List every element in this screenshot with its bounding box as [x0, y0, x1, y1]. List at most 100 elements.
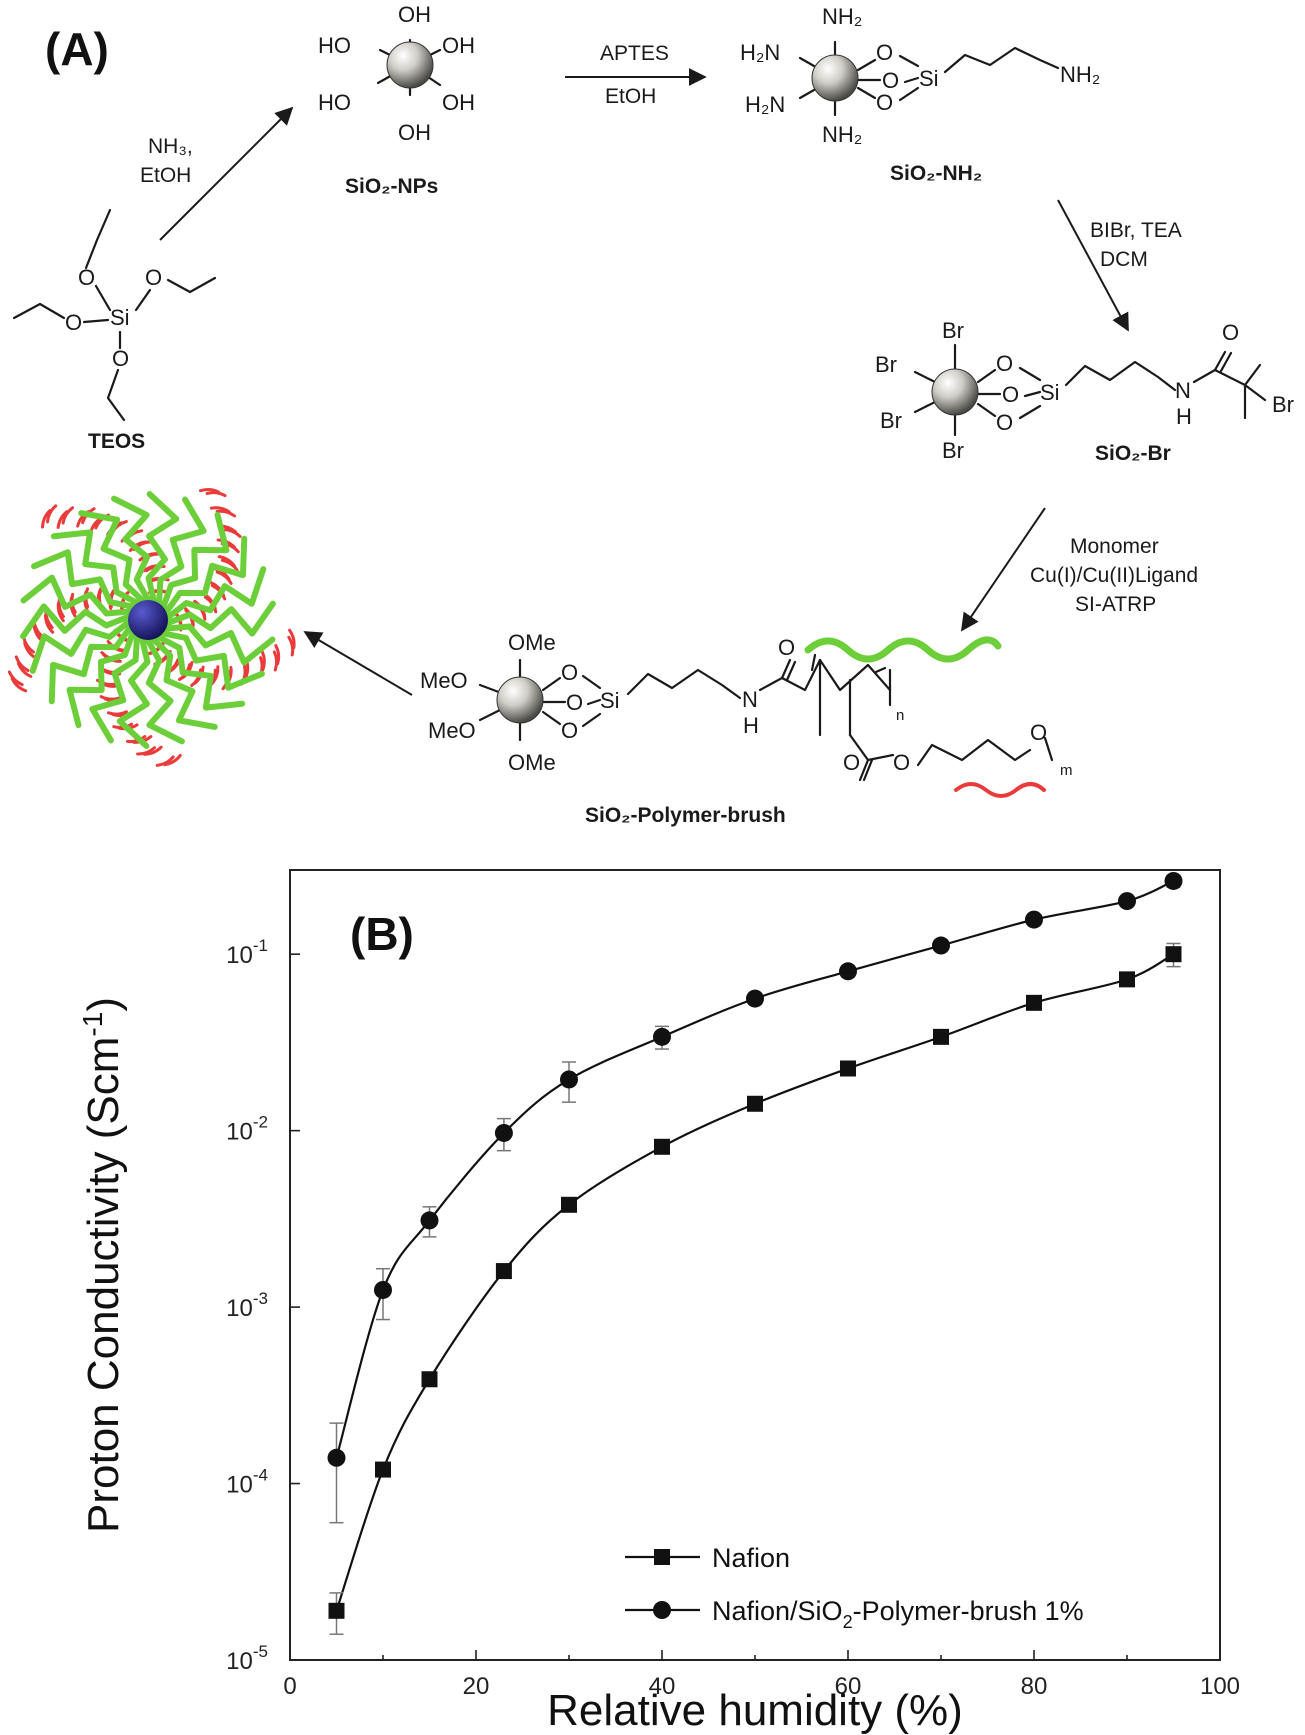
x-tick-label: 0 — [283, 1673, 296, 1700]
reagent-1-line2: EtOH — [140, 164, 191, 187]
h-atom: H — [743, 713, 759, 738]
legend-marker-square — [654, 1549, 670, 1565]
reagent-4-line1: Monomer — [1070, 535, 1159, 558]
ome-group: OMe — [508, 750, 556, 775]
legend-label-brush-sub: 2 — [843, 1612, 853, 1632]
red-chain — [99, 695, 121, 701]
br-atom: Br — [942, 438, 964, 463]
legend: Nafion Nafion/SiO2-Polymer-brush 1% — [625, 1543, 1084, 1632]
repeat-m: m — [1060, 762, 1073, 779]
teos-o-atom: O — [112, 346, 129, 371]
y-axis-label: Proton Conductivity (Scm-1) — [77, 997, 128, 1533]
green-chain — [31, 549, 151, 623]
data-point-square — [495, 1263, 512, 1280]
x-tick-label: 100 — [1200, 1673, 1240, 1700]
green-chain — [145, 600, 276, 637]
si-atom: Si — [919, 66, 939, 91]
y-tick-base: 10 — [226, 1295, 253, 1322]
green-chain — [145, 566, 267, 623]
reagent-2-line1: APTES — [600, 42, 669, 65]
nh2-group: H₂N — [745, 92, 785, 117]
red-chain-icon — [954, 782, 1046, 798]
panel-a-label: (A) — [45, 23, 109, 75]
red-chain — [106, 710, 128, 716]
o-atom: O — [566, 690, 583, 715]
reagent-3-line1: BIBr, TEA — [1090, 219, 1182, 242]
sio2-nh2-label: SiO₂-NH₂ — [890, 162, 982, 185]
data-point-circle — [1164, 871, 1183, 890]
teos-label: TEOS — [88, 430, 145, 453]
teos-o-atom: O — [65, 310, 82, 335]
si-atom: Si — [600, 688, 620, 713]
o-atom: O — [876, 90, 893, 115]
green-chain — [20, 574, 151, 623]
reagent-4-line3: SI-ATRP — [1075, 593, 1156, 616]
nanoparticle-icon — [811, 54, 859, 102]
sio2-nps-structure: OH HO OH HO OH OH SiO₂-NPs — [318, 2, 475, 198]
green-chain — [145, 617, 185, 745]
green-chain — [111, 495, 151, 623]
ome-group: OMe — [508, 630, 556, 655]
green-chain — [48, 617, 151, 705]
o-atom: O — [1030, 720, 1047, 745]
o-atom: O — [1002, 382, 1019, 407]
green-chain — [145, 511, 230, 623]
y-tick-exponent: -2 — [253, 1113, 268, 1132]
green-chain — [145, 496, 207, 623]
green-chain — [145, 535, 248, 623]
y-tick-label: 10-5 — [226, 1642, 268, 1675]
red-chain — [220, 558, 239, 572]
x-tick-label: 40 — [649, 1673, 676, 1700]
oh-group: OH — [442, 90, 475, 115]
sio2-br-structure: Br Br Br Br O O O Si N H O Br SiO₂-Br — [875, 318, 1294, 465]
y-axis-ticks: 10-510-410-310-210-1 — [226, 936, 300, 1675]
green-chain — [145, 617, 246, 711]
green-chain-icon — [804, 636, 1002, 663]
red-chain — [288, 628, 296, 650]
green-chain — [145, 491, 180, 623]
red-chain — [120, 590, 130, 611]
arrow-nh2-to-br — [1057, 199, 1129, 332]
panel-b-label: (B) — [350, 908, 414, 960]
h-atom: H — [1176, 404, 1192, 429]
red-chain — [163, 753, 182, 767]
y-tick-label: 10-4 — [226, 1466, 268, 1499]
series-group — [327, 871, 1183, 1635]
repeat-n: n — [896, 707, 904, 724]
sio2-br-label: SiO₂-Br — [1095, 442, 1171, 465]
green-chain — [29, 617, 151, 674]
y-axis-label-close: ) — [79, 997, 128, 1012]
y-tick-label: 10-2 — [226, 1113, 268, 1146]
green-chain — [50, 529, 151, 623]
red-chain — [136, 746, 156, 756]
data-point-square — [933, 1028, 949, 1045]
brush-label: SiO₂-Polymer-brush — [585, 804, 786, 827]
arrow-to-brush-particle — [303, 631, 413, 696]
oh-group: OH — [398, 120, 431, 145]
series-line-0 — [335, 953, 1175, 1612]
y-tick-base: 10 — [226, 1472, 253, 1499]
br-atom: Br — [942, 318, 964, 343]
teos-o-atom: O — [145, 265, 162, 290]
y-tick-base: 10 — [226, 1648, 253, 1675]
red-chain — [221, 528, 242, 538]
series-line-1 — [335, 879, 1174, 1459]
x-tick-label: 80 — [1021, 1673, 1048, 1700]
red-chain — [205, 491, 227, 498]
sio2-nh2-structure: NH₂ H₂N H₂N NH₂ O O O Si NH₂ SiO₂-NH₂ — [740, 4, 1100, 185]
teos-structure: Si O O O O TEOS — [12, 208, 217, 453]
y-tick-base: 10 — [226, 1119, 253, 1146]
synthesis-scheme: (A) Si O O O O TEOS NH₃, EtOH OH HO OH H… — [7, 2, 1294, 827]
o-atom: O — [876, 40, 893, 65]
data-point-square — [1165, 946, 1182, 963]
red-chain — [215, 509, 237, 518]
legend-label-brush-rest: -Polymer-brush 1% — [853, 1596, 1084, 1626]
o-atom: O — [882, 68, 899, 93]
core-particle — [128, 600, 168, 640]
y-tick-label: 10-1 — [226, 936, 268, 969]
legend-label-brush: Nafion/SiO2-Polymer-brush 1% — [712, 1596, 1084, 1632]
ome-group: MeO — [428, 718, 476, 743]
data-point-circle — [746, 989, 764, 1008]
oh-group: OH — [442, 33, 475, 58]
